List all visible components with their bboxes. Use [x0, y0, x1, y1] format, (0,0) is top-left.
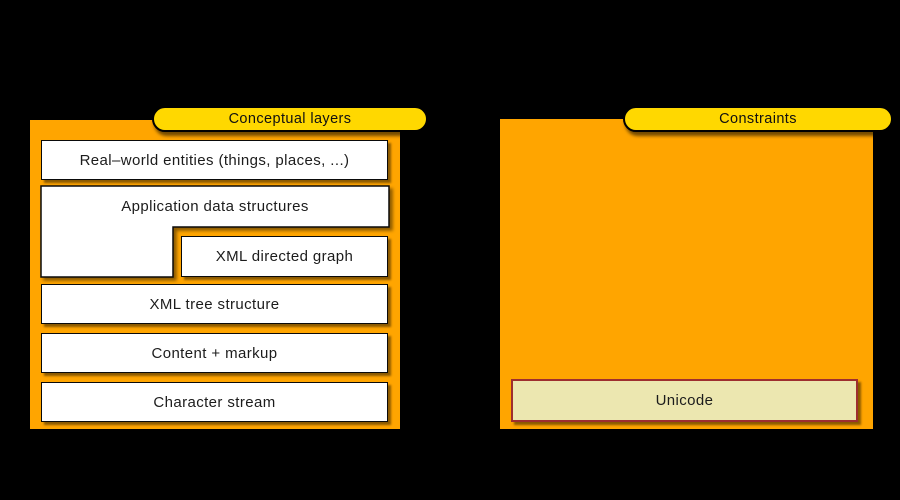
layer-box-xml-tree: XML tree structure — [41, 284, 388, 324]
layer-box-character-stream: Character stream — [41, 382, 388, 422]
layer-box-content-markup-label: Content + markup — [151, 344, 278, 362]
layer-box-content-markup: Content + markup — [41, 333, 388, 373]
conceptual-layers-pill-label: Conceptual layers — [228, 111, 352, 127]
layer-box-real-world-label: Real–world entities (things, places, ...… — [79, 151, 350, 169]
layer-box-application-data-shape — [40, 185, 390, 278]
constraints-pill: Constraints — [623, 106, 893, 132]
l-shape-outline — [40, 185, 390, 278]
layer-box-xml-directed-graph-label: XML directed graph — [215, 248, 354, 265]
constraints-pill-label: Constraints — [719, 111, 797, 127]
conceptual-layers-pill: Conceptual layers — [152, 106, 428, 132]
layer-box-application-data: Application data structures — [41, 186, 389, 227]
layer-box-real-world: Real–world entities (things, places, ...… — [41, 140, 388, 180]
layer-box-application-data-label: Application data structures — [121, 198, 309, 215]
constraint-box-unicode-label: Unicode — [655, 392, 714, 409]
layer-box-character-stream-label: Character stream — [153, 393, 276, 411]
constraint-box-unicode: Unicode — [511, 379, 858, 422]
constraints-panel — [500, 119, 873, 429]
layer-box-xml-tree-label: XML tree structure — [149, 295, 280, 313]
layer-box-xml-directed-graph: XML directed graph — [181, 236, 388, 277]
